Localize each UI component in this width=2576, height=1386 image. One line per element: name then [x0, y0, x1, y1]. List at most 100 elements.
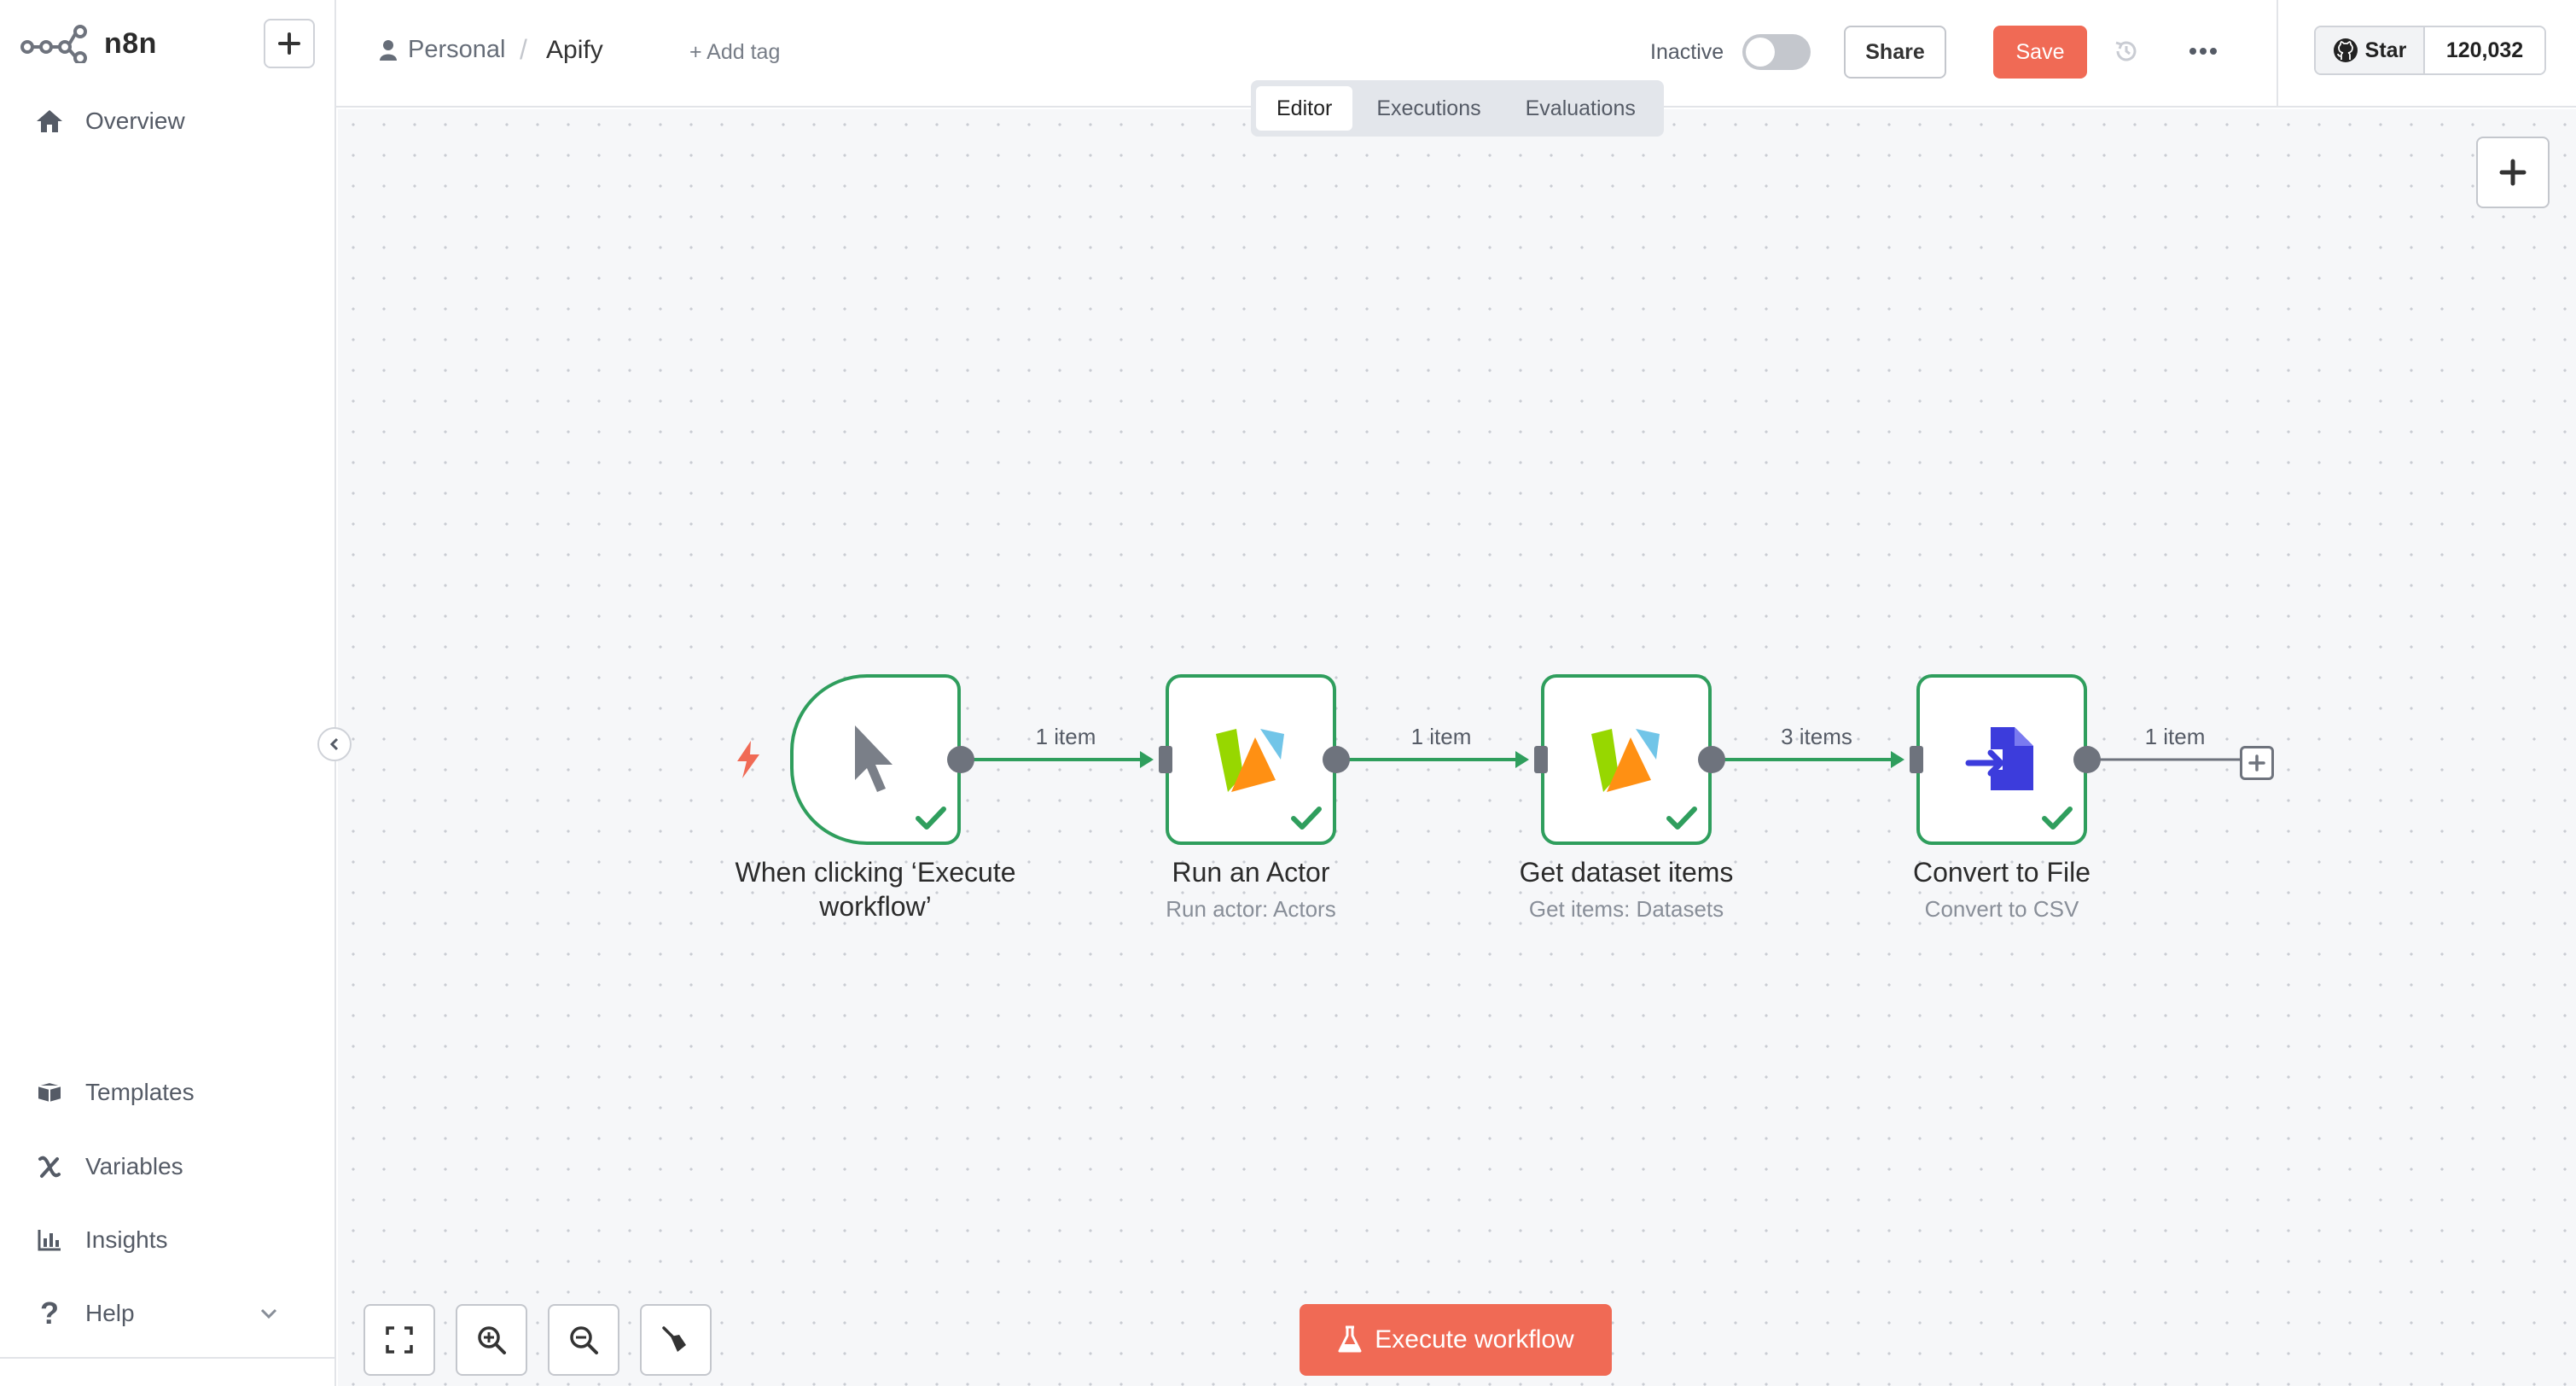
chevron-down-icon[interactable] [258, 1302, 280, 1325]
edge-label: 1 item [1410, 724, 1472, 749]
node-input-handle[interactable] [1534, 746, 1548, 773]
collapse-sidebar-button[interactable] [317, 727, 352, 761]
node-output-handle[interactable] [1698, 746, 1725, 773]
tab-executions[interactable]: Executions [1376, 96, 1481, 120]
node-convert-to-file[interactable] [1916, 674, 2087, 845]
node-output-handle[interactable] [1323, 746, 1350, 773]
node-title: When clicking ‘Execute workflow’ [735, 857, 1016, 922]
plus-icon [2248, 754, 2265, 772]
add-node-button[interactable] [2476, 137, 2550, 208]
share-button[interactable]: Share [1844, 26, 1946, 79]
n8n-logo-icon [20, 25, 87, 63]
node-output-handle[interactable] [2073, 746, 2101, 773]
sidebar-item-help[interactable]: ? Help [34, 1296, 135, 1331]
sidebar-item-insights[interactable]: Insights [34, 1225, 168, 1255]
apify-icon [1216, 729, 1284, 792]
success-check-icon [1666, 807, 1697, 830]
sidebar-item-variables[interactable]: Variables [34, 1151, 183, 1182]
tab-editor[interactable]: Editor [1256, 86, 1353, 131]
breadcrumb-project[interactable]: Personal [379, 36, 505, 64]
zoom-out-icon [570, 1326, 598, 1354]
sidebar-divider [0, 1357, 336, 1359]
sidebar-item-label: Variables [85, 1153, 183, 1179]
sidebar-item-templates[interactable]: Templates [34, 1077, 195, 1108]
add-next-node-button[interactable] [2240, 746, 2274, 780]
connection-2[interactable] [1336, 751, 1529, 768]
fit-view-icon [386, 1326, 413, 1354]
zoom-to-fit-button[interactable] [363, 1304, 435, 1376]
github-star-count: 120,032 [2425, 27, 2544, 73]
add-tag-button[interactable]: + Add tag [689, 40, 781, 64]
project-name: Personal [408, 36, 506, 63]
zoom-in-button[interactable] [456, 1304, 527, 1376]
trigger-bolt-icon [737, 741, 759, 778]
success-check-icon [1291, 807, 1322, 830]
logo-text: n8n [104, 26, 157, 60]
github-icon [2333, 38, 2358, 62]
success-check-icon [2042, 807, 2073, 830]
tab-evaluations[interactable]: Evaluations [1525, 96, 1636, 120]
connection-1[interactable] [961, 751, 1154, 768]
connection-3[interactable] [1712, 751, 1904, 768]
sidebar-item-label: Overview [85, 108, 185, 134]
variable-icon [34, 1151, 65, 1182]
active-toggle[interactable] [1742, 34, 1811, 70]
node-input-handle[interactable] [1159, 746, 1172, 773]
box-icon [34, 1077, 65, 1108]
question-icon: ? [40, 1296, 59, 1331]
view-tabs: Editor Executions Evaluations [1251, 80, 1664, 137]
zoom-out-button[interactable] [548, 1304, 619, 1376]
chart-icon [34, 1225, 65, 1255]
node-subtitle: Run actor: Actors [1166, 896, 1336, 922]
node-subtitle: Get items: Datasets [1528, 896, 1724, 922]
sidebar-item-label: Help [85, 1300, 135, 1326]
broom-icon [662, 1326, 686, 1352]
save-button[interactable]: Save [1993, 26, 2087, 79]
execute-workflow-button[interactable]: Execute workflow [1300, 1304, 1612, 1376]
sidebar-item-label: Insights [85, 1226, 168, 1253]
history-icon[interactable] [2113, 38, 2140, 65]
chevron-left-icon [329, 737, 339, 751]
node-get-dataset-items[interactable] [1541, 674, 1712, 845]
apify-icon [1591, 729, 1660, 792]
node-subtitle: Convert to CSV [1924, 896, 2079, 922]
more-options-icon[interactable] [2188, 38, 2218, 65]
file-convert-icon [1965, 727, 2033, 790]
zoom-in-icon [478, 1326, 506, 1354]
add-button[interactable] [264, 19, 315, 68]
node-run-actor[interactable] [1166, 674, 1336, 845]
flask-icon [1338, 1325, 1362, 1353]
breadcrumb-separator: / [520, 34, 527, 65]
sidebar-item-overview[interactable]: Overview [34, 106, 185, 137]
sidebar-item-label: Templates [85, 1079, 195, 1105]
sidebar: n8n Overview Templates Variables Insight… [0, 0, 336, 1386]
node-title: Convert to File [1912, 857, 2091, 888]
status-label: Inactive [1650, 40, 1724, 64]
node-input-handle[interactable] [1910, 746, 1923, 773]
node-title: Get dataset items [1519, 857, 1734, 888]
plus-icon [2499, 159, 2527, 186]
github-star-label: Star [2364, 38, 2407, 62]
plus-icon [278, 32, 300, 55]
success-check-icon [916, 807, 946, 830]
header-divider [2277, 0, 2278, 108]
workflow-name[interactable]: Apify [546, 36, 603, 64]
cursor-icon [855, 725, 893, 792]
workflow-canvas[interactable] [338, 109, 2576, 1386]
execute-workflow-label: Execute workflow [1375, 1325, 1574, 1354]
header: Personal / Apify + Add tag Inactive Shar… [336, 0, 2576, 108]
node-manual-trigger[interactable] [790, 674, 961, 845]
edge-label: 3 items [1781, 724, 1852, 749]
home-icon [34, 106, 65, 137]
node-output-handle[interactable] [947, 746, 974, 773]
tidy-up-button[interactable] [640, 1304, 712, 1376]
logo[interactable]: n8n [20, 24, 157, 63]
node-title: Run an Actor [1172, 857, 1330, 888]
user-icon [380, 39, 397, 61]
github-star-button[interactable]: Star 120,032 [2314, 26, 2546, 75]
edge-label: 1 item [2144, 724, 2206, 749]
github-star-left: Star [2316, 27, 2425, 73]
edge-label: 1 item [1035, 724, 1096, 749]
toggle-knob [1746, 38, 1775, 67]
